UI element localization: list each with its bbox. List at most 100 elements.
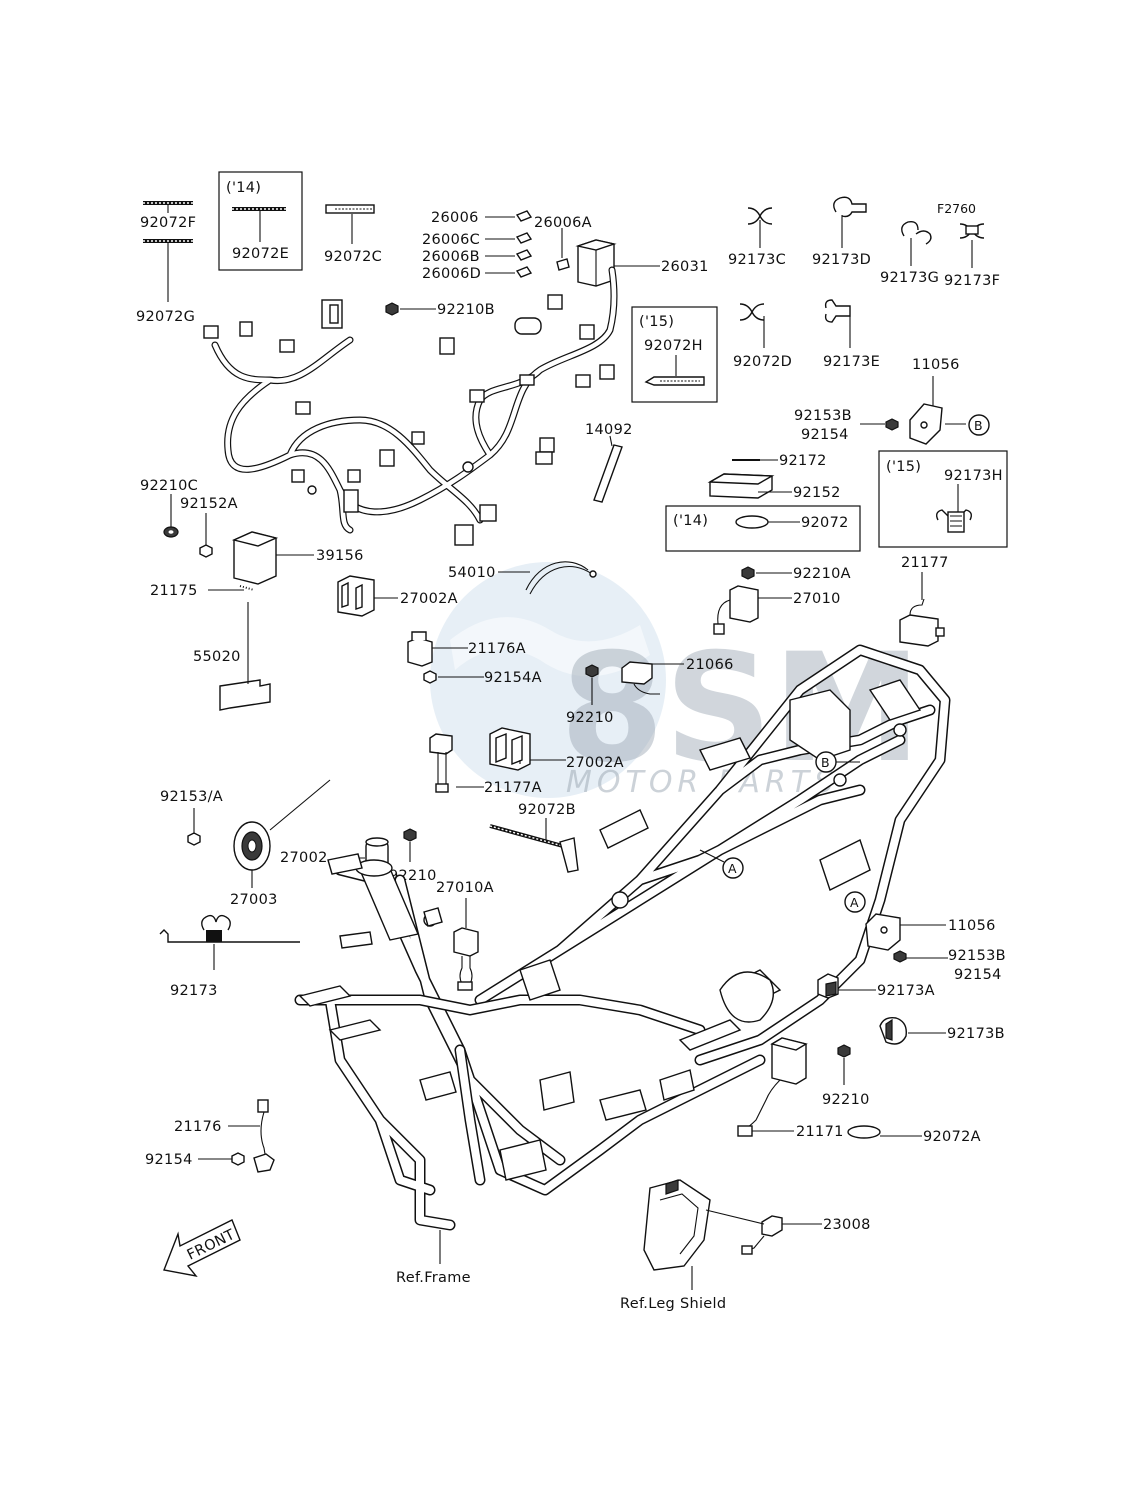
cable-54010	[498, 561, 597, 595]
callout-a-right-letter: A	[850, 895, 859, 910]
year-box-14-ties	[218, 171, 303, 271]
clamp-92173a	[817, 973, 876, 999]
callout-b-frame: B	[815, 751, 860, 773]
label-92072b: 92072B	[518, 802, 576, 818]
label-23008: 23008	[823, 1217, 871, 1233]
callout-a-frame: A	[699, 849, 744, 879]
washer-92210c	[163, 494, 179, 538]
relay-27010a	[453, 898, 479, 991]
clamp-92173b	[879, 1016, 946, 1045]
label-11056-top: 11056	[912, 357, 960, 373]
relay-21177a	[429, 733, 484, 793]
label-92173b: 92173B	[947, 1026, 1005, 1042]
clamp-92173c	[747, 207, 773, 248]
switch-23008	[705, 1209, 822, 1255]
label-27010: 27010	[793, 591, 841, 607]
label-92173e: 92173E	[823, 354, 880, 370]
label-92173d: 92173D	[812, 252, 871, 268]
clamp-92173g	[901, 220, 932, 266]
year-box-15-clamp	[878, 450, 1008, 548]
label-92152: 92152	[793, 485, 841, 501]
relay-block-27002a-mid	[489, 727, 566, 771]
label-21175: 21175	[150, 583, 198, 599]
label-92152a: 92152A	[180, 496, 238, 512]
ref-frame-label: Ref.Frame	[396, 1270, 471, 1286]
cable-tie-92072e	[232, 207, 286, 242]
label-92173c: 92173C	[728, 252, 786, 268]
label-92154-top: 92154	[801, 427, 849, 443]
label-92173a: 92173A	[877, 983, 935, 999]
label-92154-left: 92154	[145, 1152, 193, 1168]
ref-leg-shield-label: Ref.Leg Shield	[620, 1296, 726, 1312]
label-26006b: 26006B	[422, 249, 480, 265]
nut-92210a	[741, 566, 792, 580]
label-92153b-bottom: 92153B	[948, 948, 1006, 964]
nut-92210-right	[837, 1044, 851, 1085]
label-92173: 92173	[170, 983, 218, 999]
label-26006: 26006	[431, 210, 479, 226]
label-55020: 55020	[193, 649, 241, 665]
horn-27003	[233, 779, 331, 888]
unit-21066	[621, 661, 684, 695]
nut-92210b	[385, 302, 436, 316]
label-26031: 26031	[661, 259, 709, 275]
label-92154-bottom: 92154	[954, 967, 1002, 983]
label-92173f: 92173F	[944, 273, 1000, 289]
clamp-92173h	[935, 484, 973, 533]
callout-a-right: A	[844, 891, 866, 913]
year-box-15-tie	[631, 306, 718, 403]
label-92072g: 92072G	[136, 309, 195, 325]
callout-b-top-letter: B	[974, 418, 983, 433]
label-21177a: 21177A	[484, 780, 542, 796]
label-26006a: 26006A	[534, 215, 592, 231]
label-21176: 21176	[174, 1119, 222, 1135]
year-box-14-ties-label: ('14)	[226, 180, 261, 196]
relay-27010	[713, 585, 792, 635]
year-box-14-band	[665, 505, 861, 552]
label-27002a-mid: 27002A	[566, 755, 624, 771]
label-92072d: 92072D	[733, 354, 792, 370]
clamp-92072d	[739, 303, 765, 348]
label-92154a: 92154A	[484, 670, 542, 686]
band-92072	[735, 515, 800, 529]
nut-92210-low	[403, 828, 417, 862]
unit-21177	[899, 572, 945, 647]
main-wiring-harness	[203, 266, 618, 546]
label-11056-bottom: 11056	[948, 918, 996, 934]
label-92072a: 92072A	[923, 1129, 981, 1145]
label-92210a: 92210A	[793, 566, 851, 582]
label-92072: 92072	[801, 515, 849, 531]
relay-block-27002a-top	[337, 575, 398, 617]
label-27010a: 27010A	[436, 880, 494, 896]
rod-14092	[593, 435, 623, 503]
bracket-55020	[219, 602, 271, 711]
year-box-14-band-label: ('14)	[673, 513, 708, 529]
label-14092: 14092	[585, 422, 633, 438]
clamp-92173	[159, 914, 300, 970]
label-92210-right: 92210	[822, 1092, 870, 1108]
label-21176a: 21176A	[468, 641, 526, 657]
bracket-11056-bottom	[865, 913, 948, 963]
bolt-92153a	[187, 808, 201, 846]
label-21066: 21066	[686, 657, 734, 673]
band-92072a	[847, 1125, 922, 1139]
front-arrow-icon: FRONT	[163, 1219, 241, 1278]
label-92172: 92172	[779, 453, 827, 469]
diagram-code: F2760	[937, 201, 976, 216]
label-26006c: 26006C	[422, 232, 480, 248]
label-92072e: 92072E	[232, 246, 289, 262]
clamp-92173d	[833, 196, 867, 248]
clamp-92173f	[959, 223, 985, 268]
label-92173g: 92173G	[880, 270, 939, 286]
label-92072f: 92072F	[140, 215, 196, 231]
cable-tie-92072c	[325, 204, 375, 244]
cable-tie-92072h	[644, 355, 705, 386]
label-92210c: 92210C	[140, 478, 198, 494]
label-92153a: 92153/A	[160, 789, 223, 805]
bolt-92152a	[199, 513, 213, 558]
label-92173h: 92173H	[944, 468, 1003, 484]
ignition-coil-21171	[737, 1037, 808, 1137]
bracket-11056-top	[860, 376, 966, 445]
label-26006d: 26006D	[422, 266, 481, 282]
